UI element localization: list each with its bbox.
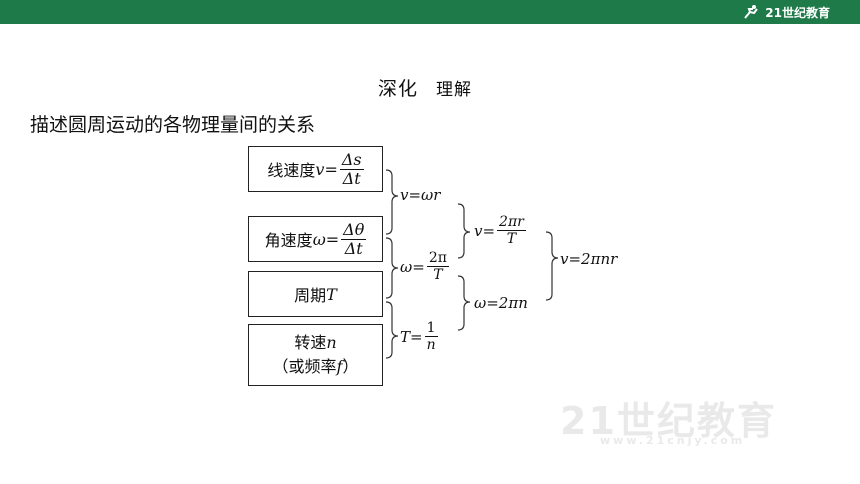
section-heading: 深化理解	[378, 74, 472, 101]
angular-speed-den: Δt	[344, 238, 363, 258]
heading-secondary: 理解	[436, 80, 473, 100]
angular-speed-fraction: Δθ Δt	[341, 219, 367, 258]
rotation-line2-var: f	[336, 357, 343, 376]
logo-text: 21世纪教育	[765, 5, 830, 20]
relation-omega-T-num: 2π	[426, 250, 449, 267]
relation-v-T: v= 2πr T	[474, 214, 526, 247]
relation-v-omega-r: v=ωr	[400, 186, 441, 204]
rotation-var: n	[326, 333, 337, 352]
relation-omega-T: ω= 2π T	[400, 250, 449, 283]
brace-v-T	[457, 203, 471, 259]
relation-T-n-lhs: T=	[400, 327, 423, 346]
period-var: T	[326, 284, 337, 304]
relation-omega-T-den: T	[433, 267, 443, 283]
relation-T-n: T= 1 n	[400, 320, 438, 353]
linear-speed-fraction: Δs Δt	[339, 149, 364, 188]
rotation-line2-prefix: （或频率	[272, 357, 337, 376]
linear-speed-var: v	[315, 159, 325, 179]
relation-omega-T-lhs: ω=	[400, 257, 425, 276]
relation-v-n: v=2πnr	[560, 250, 618, 268]
rotation-line1: 转速n	[294, 331, 336, 355]
angular-speed-var: ω	[312, 229, 326, 249]
brace-omega-n	[457, 275, 471, 331]
angular-speed-num: Δθ	[341, 219, 367, 240]
relation-T-n-fraction: 1 n	[424, 320, 438, 353]
relation-v-T-den: T	[506, 231, 517, 247]
relation-v-T-lhs: v=	[474, 221, 496, 240]
rotation-box: 转速n （或频率f）	[248, 324, 383, 386]
brand-logo: 21世纪教育	[741, 2, 830, 22]
linear-speed-den: Δt	[342, 168, 361, 188]
rotation-line2-suffix: ）	[342, 357, 359, 376]
subtitle: 描述圆周运动的各物理量间的关系	[30, 114, 316, 136]
relation-T-n-num: 1	[424, 320, 438, 337]
relation-omega-n: ω=2πn	[474, 294, 528, 312]
relation-T-n-den: n	[426, 337, 436, 353]
brace-v-omega-r	[385, 169, 399, 235]
angular-speed-eq: =	[325, 229, 340, 249]
linear-speed-label: 线速度	[267, 161, 316, 180]
brace-T-n	[385, 301, 399, 359]
linear-speed-num: Δs	[339, 149, 364, 170]
relation-omega-T-fraction: 2π T	[426, 250, 449, 283]
relation-v-T-fraction: 2πr T	[497, 214, 526, 247]
watermark-logo: 21世纪教育 www.21cnjy.com	[560, 399, 777, 447]
linear-speed-eq: =	[324, 159, 338, 179]
brace-omega-T	[385, 237, 399, 299]
relation-v-T-num: 2πr	[497, 214, 526, 231]
heading-main: 深化	[378, 78, 419, 100]
top-bar: 21世纪教育	[0, 0, 860, 24]
runner-icon	[744, 5, 759, 19]
angular-speed-label: 角速度	[264, 231, 313, 250]
period-label: 周期	[294, 286, 327, 305]
brace-v-n	[545, 231, 559, 301]
rotation-label: 转速	[294, 333, 327, 352]
rotation-line2: （或频率f）	[273, 355, 359, 379]
